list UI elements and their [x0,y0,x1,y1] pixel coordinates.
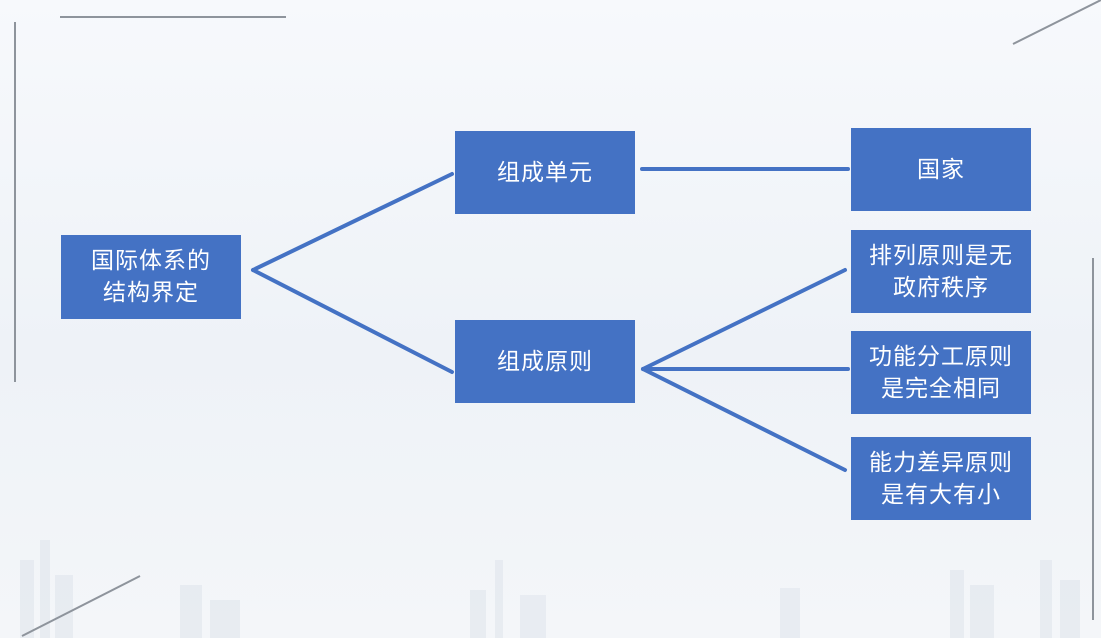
node-principle-arrangement: 排列原则是无 政府秩序 [851,230,1031,313]
connectors [251,167,850,472]
connector-principle-p1 [641,268,847,371]
node-principle-function: 功能分工原则 是完全相同 [851,331,1031,414]
node-principle-capability: 能力差异原则 是有大有小 [851,437,1031,520]
node-principle: 组成原则 [455,320,635,403]
node-unit: 组成单元 [455,131,635,214]
connector-principle-p3 [641,367,847,472]
connector-root-unit [251,172,454,272]
node-state: 国家 [851,128,1031,211]
corner-decoration [14,0,1101,637]
node-root: 国际体系的 结构界定 [61,235,241,319]
connector-root-principle [251,268,454,374]
skyline-decoration [20,540,1080,638]
